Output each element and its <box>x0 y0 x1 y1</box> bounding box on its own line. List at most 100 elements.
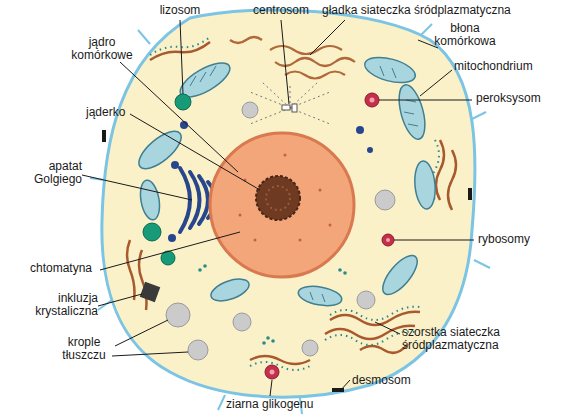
rough-er-sheet <box>250 356 310 364</box>
desmosome <box>468 188 472 200</box>
cristae <box>190 66 418 302</box>
smooth-er-tube <box>285 72 345 79</box>
mitochondrion <box>362 53 418 88</box>
part-label: apatat Golgiego <box>8 160 82 187</box>
rough-er-sheet <box>325 326 415 339</box>
fat-droplet <box>233 313 251 331</box>
leader-line <box>420 70 452 96</box>
fat-droplets <box>166 102 395 360</box>
glycogen-granule <box>266 336 270 340</box>
leader-line <box>98 294 142 306</box>
part-label: lizosom <box>150 4 210 17</box>
part-label: jądro komórkowe <box>62 36 142 63</box>
ribosome-row <box>330 307 420 320</box>
part-label: błona komórkowa <box>426 22 504 49</box>
desmosome <box>102 130 106 142</box>
ribosome-row <box>325 332 415 345</box>
centrosome <box>250 82 330 124</box>
ribosome-row <box>150 37 210 55</box>
peroxisome <box>365 93 379 107</box>
crista <box>380 66 396 78</box>
glycogen-granule <box>338 268 342 272</box>
chromatin-dot <box>254 239 257 242</box>
leader-line <box>340 380 350 391</box>
leader-line <box>270 380 272 396</box>
lysosome <box>175 94 191 110</box>
rough-er <box>127 42 456 364</box>
fat-droplet <box>357 291 375 309</box>
mitochondrion <box>413 160 437 210</box>
leader-line <box>115 320 168 346</box>
fat-droplet <box>375 190 395 210</box>
vesicle <box>171 161 179 169</box>
aster-ray <box>250 82 330 124</box>
chromatin-dot <box>329 224 332 227</box>
crista <box>310 292 325 302</box>
leader-line <box>112 352 188 356</box>
chromatin-dot <box>319 189 322 192</box>
smooth-er-tube <box>230 37 262 43</box>
part-label: ziarna glikogenu <box>226 398 356 411</box>
part-label: gładka siateczka śródplazmatyczna <box>322 4 537 17</box>
rough-er-sheet <box>150 42 210 60</box>
fat-droplet <box>188 340 208 360</box>
leader-line <box>379 100 472 101</box>
chromatin-dot <box>284 154 287 157</box>
leader-line <box>130 114 260 190</box>
nucleolus <box>256 176 300 220</box>
leader-line <box>120 62 238 172</box>
crista <box>190 66 216 86</box>
smooth-er <box>230 37 355 79</box>
microvillus <box>474 260 490 268</box>
centriole <box>292 104 297 112</box>
mitochondrion <box>297 283 343 308</box>
mitochondrion <box>377 250 423 300</box>
fat-droplet <box>242 102 258 118</box>
rough-er-sheet <box>330 312 420 325</box>
mitochondria <box>133 53 437 309</box>
part-label: peroksysom <box>476 92 576 105</box>
mitochondrion <box>394 82 430 142</box>
glycogen-granule <box>271 339 275 343</box>
peroxisome <box>382 234 394 246</box>
microvillus <box>138 30 150 44</box>
glycogen-granule <box>203 264 207 268</box>
part-label: desmosom <box>352 374 432 387</box>
smooth-er-tube <box>275 58 355 66</box>
leader-line <box>310 20 345 55</box>
mitochondrion <box>208 275 252 306</box>
leader-line <box>375 322 400 334</box>
rough-er-sheet <box>127 240 135 300</box>
peroxisome <box>265 365 279 379</box>
fat-droplet <box>302 340 318 356</box>
peroxisome-core <box>386 238 390 242</box>
golgi-cisterna <box>180 168 190 232</box>
leader-line <box>281 20 289 104</box>
ribosomes <box>150 37 439 370</box>
chromatin-dot <box>299 239 302 242</box>
lysosome <box>143 223 161 241</box>
leader-line <box>394 240 474 241</box>
desmosomes <box>102 130 472 392</box>
part-label: jąderko <box>86 106 146 119</box>
vesicle <box>367 147 373 153</box>
chromatin <box>239 154 332 242</box>
part-label: szorstka siateczka śródplazmatyczna <box>402 326 527 353</box>
glycogen-granule <box>198 268 202 272</box>
chromatin-dot <box>239 214 242 217</box>
part-label: mitochondrium <box>454 60 564 73</box>
rough-er-sheet <box>436 140 444 200</box>
leader-line <box>100 232 240 270</box>
part-label: centrosom <box>246 4 316 17</box>
smooth-er-tube <box>270 46 342 54</box>
leader-line <box>180 20 183 94</box>
peroxisome-core <box>370 98 375 103</box>
lysosomes <box>143 94 191 265</box>
fat-droplet <box>166 303 190 327</box>
part-label: krople tłuszczu <box>48 336 120 363</box>
vesicle <box>356 126 364 134</box>
crystal-inclusion <box>140 282 161 303</box>
centriole <box>282 105 290 110</box>
crista <box>404 100 418 126</box>
